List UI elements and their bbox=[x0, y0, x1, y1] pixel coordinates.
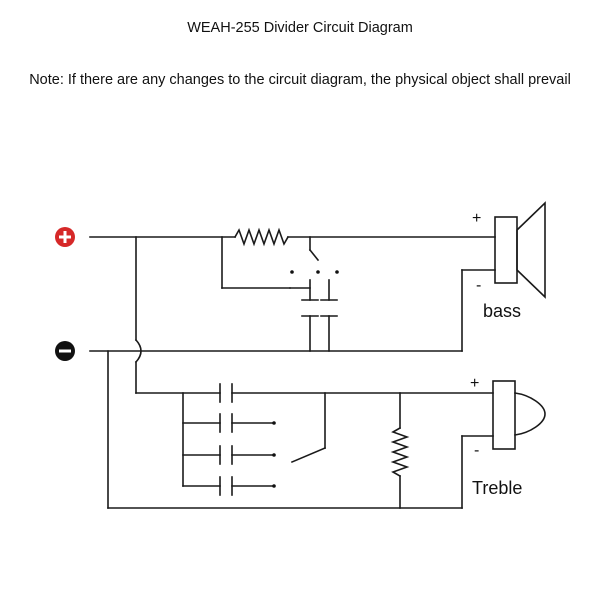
treble-positive-line bbox=[135, 383, 494, 403]
treble-shunt-resistor bbox=[390, 392, 410, 509]
diagram-title: WEAH-255 Divider Circuit Diagram bbox=[187, 20, 413, 36]
diagram-note: Note: If there are any changes to the ci… bbox=[29, 72, 571, 88]
treble-plus-sign: + bbox=[470, 375, 479, 392]
bass-series-resistor bbox=[233, 227, 290, 247]
treble-speaker: + - Treble bbox=[470, 375, 546, 498]
treble-label: Treble bbox=[472, 478, 522, 498]
treble-capacitor-bank bbox=[182, 392, 327, 496]
negative-terminal bbox=[55, 341, 75, 361]
positive-bus bbox=[89, 227, 496, 247]
bass-plus-sign: + bbox=[472, 210, 481, 227]
bass-minus-sign: - bbox=[476, 277, 481, 294]
bass-switch-network bbox=[221, 236, 339, 352]
negative-bus bbox=[89, 269, 496, 509]
bass-speaker: + - bass bbox=[472, 201, 546, 321]
bass-label: bass bbox=[483, 301, 521, 321]
positive-terminal bbox=[55, 227, 75, 247]
treble-feed-wire bbox=[134, 236, 142, 394]
treble-minus-sign: - bbox=[474, 442, 479, 459]
